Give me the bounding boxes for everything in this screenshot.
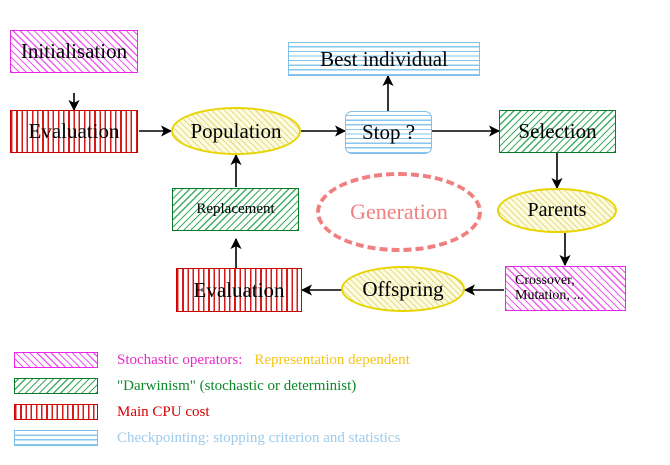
- node-initialisation-label: Initialisation: [20, 39, 128, 64]
- node-evaluation-top-label: Evaluation: [28, 119, 120, 144]
- legend-label-representation-dependent: Representation dependent: [254, 351, 410, 368]
- legend-row-main-cpu-cost: Main CPU cost: [0, 400, 210, 424]
- node-offspring-label: Offspring: [362, 276, 444, 301]
- legend-label-main-cpu-cost: Main CPU cost: [117, 403, 210, 420]
- node-stop[interactable]: Stop ?: [345, 111, 432, 154]
- node-evaluation-bottom-label: Evaluation: [193, 277, 285, 302]
- legend-label-darwinism: "Darwinism" (stochastic or determinist): [117, 377, 357, 394]
- node-selection[interactable]: Selection: [499, 110, 616, 153]
- node-generation: Generation: [316, 172, 482, 252]
- node-evaluation-bottom[interactable]: Evaluation: [176, 268, 302, 312]
- node-replacement[interactable]: Replacement: [172, 188, 299, 231]
- legend-label-stochastic-operators: Stochastic operators:: [117, 351, 243, 368]
- node-generation-label: Generation: [350, 199, 448, 224]
- node-variation-label-line2: Mutation, ...: [515, 287, 584, 303]
- legend-row-darwinism: "Darwinism" (stochastic or determinist): [0, 374, 356, 398]
- legend-swatch-stochastic-operators: [14, 352, 98, 368]
- node-replacement-label: Replacement: [196, 200, 275, 217]
- node-variation-label-line1: Crossover,: [515, 272, 575, 288]
- node-offspring[interactable]: Offspring: [341, 266, 465, 312]
- node-variation[interactable]: Crossover, Mutation, ...: [505, 266, 626, 311]
- legend-row-stochastic-operators: Stochastic operators: Representation dep…: [0, 348, 410, 372]
- node-initialisation[interactable]: Initialisation: [10, 30, 138, 73]
- node-stop-label: Stop ?: [361, 120, 416, 145]
- node-population[interactable]: Population: [171, 107, 301, 155]
- legend-swatch-checkpointing: [14, 430, 98, 446]
- node-selection-label: Selection: [518, 119, 597, 144]
- node-parents-label: Parents: [527, 199, 587, 221]
- node-best-individual[interactable]: Best individual: [288, 42, 480, 76]
- node-parents[interactable]: Parents: [497, 188, 617, 233]
- node-population-label: Population: [190, 118, 282, 143]
- legend-swatch-main-cpu-cost: [14, 404, 98, 420]
- legend-swatch-darwinism: [14, 378, 98, 394]
- legend-row-checkpointing: Checkpointing: stopping criterion and st…: [0, 426, 400, 450]
- node-best-individual-label: Best individual: [320, 46, 448, 71]
- legend-label-checkpointing: Checkpointing: stopping criterion and st…: [117, 429, 401, 446]
- node-evaluation-top[interactable]: Evaluation: [10, 110, 138, 153]
